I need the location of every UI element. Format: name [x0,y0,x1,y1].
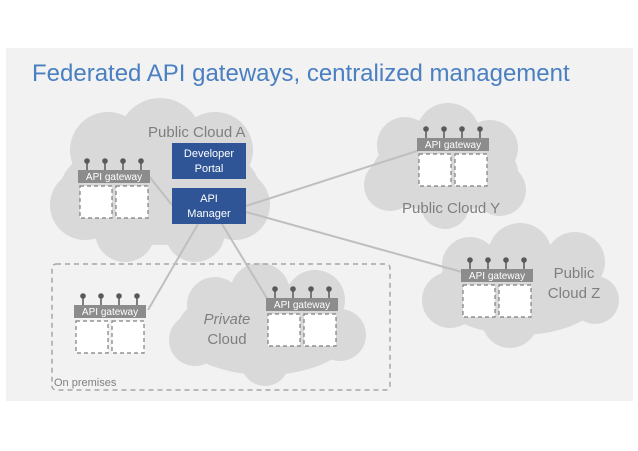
gateway-bar [74,305,146,318]
gateway-pin-head [272,286,278,292]
gateway-pin-head [84,158,90,164]
page-title: Federated API gateways, centralized mana… [32,60,570,87]
gateway-service-box [303,313,337,347]
gateway-service-box [418,153,452,187]
gateway-bar [461,269,533,282]
public-cloud-z-label-1: Public [554,265,595,282]
gateway-bar [78,170,150,183]
developer-portal-label-1: Developer [184,148,234,160]
on-premises-label: On premises [54,377,117,389]
gateway-pin-head [441,126,447,132]
gateway-pin-head [423,126,429,132]
gateway-bar [266,298,338,311]
connector-to-cloud-z-gateway [245,211,463,273]
gateway-pin-head [477,126,483,132]
developer-portal-box: Developer Portal [172,143,246,179]
private-cloud-label-2: Cloud [207,331,246,348]
gateway-public-cloud-z: API gateway [461,257,533,318]
gateway-pin-head [102,158,108,164]
gateway-private-cloud: API gateway [266,286,338,347]
gateway-label: API gateway [274,300,330,311]
public-cloud-y-label: Public Cloud Y [402,200,500,217]
gateway-service-box [111,320,145,354]
gateway-pin-head [116,293,122,299]
connector-to-onprem-gateway [147,223,199,311]
gateway-label: API gateway [469,271,525,282]
gateway-label: API gateway [86,172,142,183]
gateway-pin-head [467,257,473,263]
public-cloud-a-label: Public Cloud A [148,124,246,141]
gateway-pin-head [485,257,491,263]
gateway-pin-head [503,257,509,263]
gateway-service-box [498,284,532,318]
connector-to-cloud-y-gateway [245,149,421,207]
gateway-service-box [267,313,301,347]
gateway-pin-head [308,286,314,292]
gateway-label: API gateway [425,140,481,151]
gateway-pin-head [326,286,332,292]
gateway-pin-head [98,293,104,299]
gateway-service-box [115,185,149,219]
gateway-pin-head [290,286,296,292]
gateway-pin-head [80,293,86,299]
gateway-service-box [454,153,488,187]
connector-to-private-gateway [221,223,269,301]
gateway-public-cloud-y: API gateway [417,126,489,187]
on-premises-boundary [51,263,391,391]
connector-to-cloud-a-gateway [147,174,173,206]
connector-lines [147,149,463,311]
gateway-on-premises: API gateway [74,293,146,354]
gateway-pin-head [120,158,126,164]
gateway-pin-head [134,293,140,299]
public-cloud-z-label-2: Cloud Z [548,285,601,302]
gateway-pin-head [459,126,465,132]
gateway-label: API gateway [82,307,138,318]
developer-portal-label-2: Portal [195,163,224,175]
api-manager-label-1: API [200,193,218,205]
gateway-service-box [75,320,109,354]
gateway-pin-head [521,257,527,263]
gateway-service-box [462,284,496,318]
gateway-service-box [79,185,113,219]
private-cloud-label-1: Private [204,311,251,328]
gateway-bar [417,138,489,151]
api-manager-label-2: Manager [187,208,231,220]
api-manager-box: API Manager [172,188,246,224]
gateway-pin-head [138,158,144,164]
gateway-public-cloud-a: API gateway [78,158,150,219]
